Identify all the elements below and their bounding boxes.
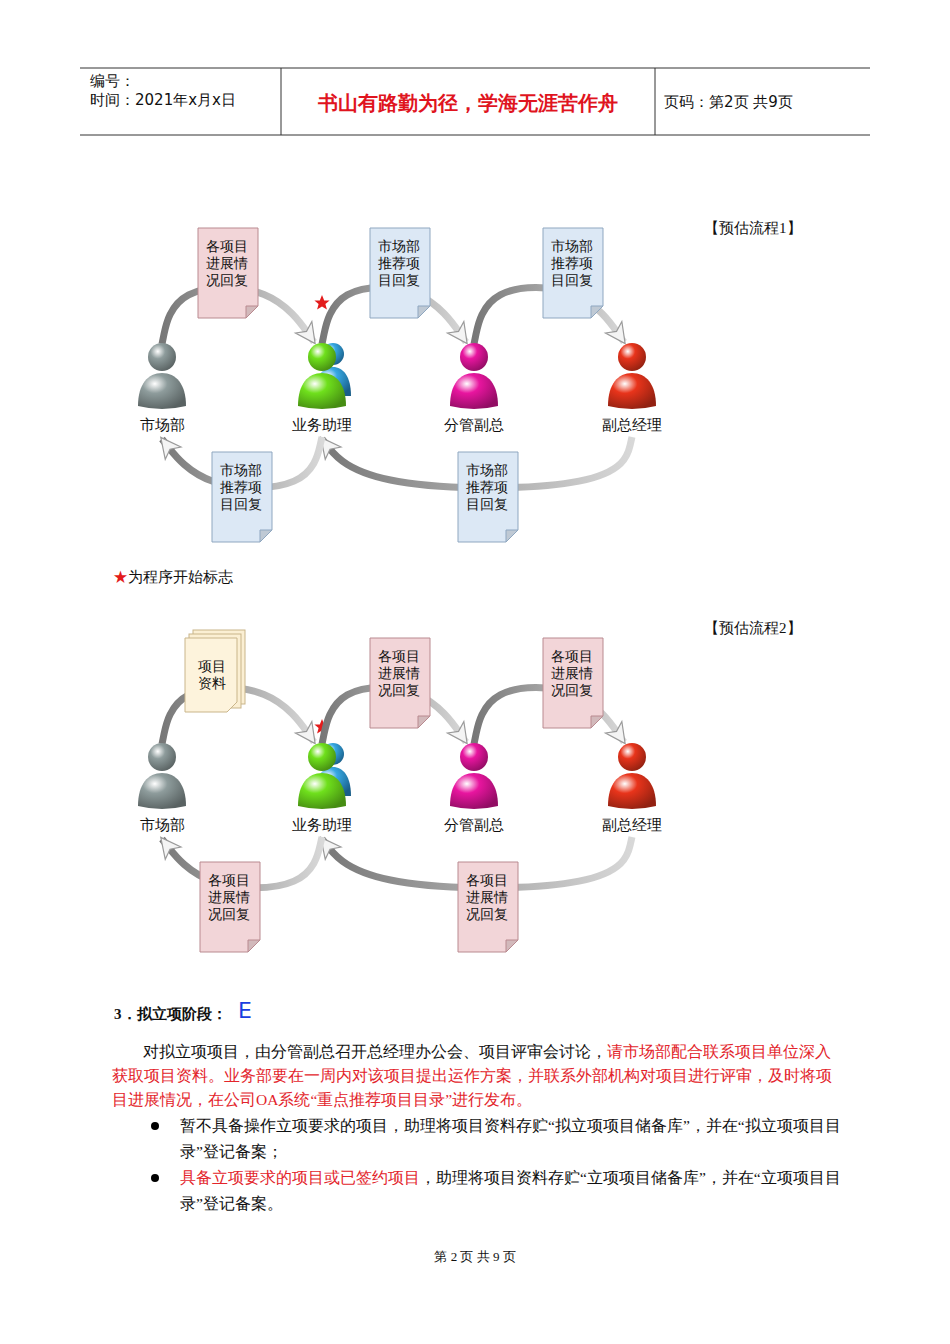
role-node: 分管副总	[429, 740, 519, 835]
role-node: 市场部	[117, 340, 207, 435]
document-node: 市场部推荐项目回复	[370, 228, 430, 318]
role-node: 副总经理	[587, 740, 677, 835]
header-text: 编号：	[90, 72, 135, 91]
document-title: 各项目进展情况回复	[206, 238, 249, 289]
person-icon	[429, 740, 519, 810]
document-title: 市场部推荐项目回复	[220, 462, 263, 513]
document-title: 各项目进展情况回复	[208, 872, 251, 923]
header-text: 时间：2021年x月x日	[90, 91, 236, 110]
document-title: 市场部推荐项目回复	[378, 238, 421, 289]
start-star	[314, 295, 329, 310]
body-text: ★为程序开始标志	[113, 568, 233, 587]
role-node: 业务助理	[277, 740, 367, 835]
body-text: 【预估流程2】	[704, 619, 802, 638]
document-title: 市场部推荐项目回复	[551, 238, 594, 289]
document-title: 市场部推荐项目回复	[466, 462, 509, 513]
person-icon	[587, 740, 677, 810]
role-name: 分管副总	[429, 416, 519, 435]
role-name: 副总经理	[587, 816, 677, 835]
person-icon	[429, 340, 519, 410]
document-title: 各项目进展情况回复	[466, 872, 509, 923]
role-node: 副总经理	[587, 340, 677, 435]
paragraph: 对拟立项项目，由分管副总召开总经理办公会、项目评审会讨论，请市场部配合联系项目单…	[112, 1040, 844, 1112]
role-node: 业务助理	[277, 340, 367, 435]
document-title: 项目资料	[198, 658, 227, 692]
document-node: 市场部推荐项目回复	[458, 452, 518, 542]
header-text: 书山有路勤为径，学海无涯苦作舟	[281, 90, 655, 117]
document-title: 各项目进展情况回复	[551, 648, 594, 699]
document-node: 各项目进展情况回复	[200, 862, 260, 952]
role-name: 市场部	[117, 816, 207, 835]
document-node: 市场部推荐项目回复	[212, 452, 272, 542]
role-name: 业务助理	[277, 416, 367, 435]
body-text: E	[238, 998, 252, 1023]
person-icon	[277, 740, 367, 810]
bullet-item: 暂不具备操作立项要求的项目，助理将项目资料存贮“拟立项项目储备库”，并在“拟立项…	[180, 1113, 842, 1165]
body-text: 具备立项要求的项目或已签约项目	[180, 1169, 420, 1186]
bullet-item: 具备立项要求的项目或已签约项目，助理将项目资料存贮“立项项目储备库”，并在“立项…	[180, 1165, 842, 1217]
role-name: 分管副总	[429, 816, 519, 835]
document-node: 各项目进展情况回复	[543, 638, 603, 728]
body-text: 3．拟立项阶段：	[114, 1005, 227, 1024]
role-node: 市场部	[117, 740, 207, 835]
document-node: 项目资料	[185, 638, 241, 716]
role-name: 市场部	[117, 416, 207, 435]
person-icon	[587, 340, 677, 410]
page-footer: 第 2 页 共 9 页	[0, 1248, 950, 1266]
body-text: 暂不具备操作立项要求的项目，助理将项目资料存贮“拟立项项目储备库”，并在“拟立项…	[180, 1117, 841, 1160]
bullet-dot	[151, 1174, 159, 1182]
document-node: 各项目进展情况回复	[198, 228, 258, 318]
bullet-dot	[151, 1122, 159, 1130]
document-node: 市场部推荐项目回复	[543, 228, 603, 318]
header-table	[80, 68, 870, 135]
body-text: 对拟立项项目，由分管副总召开总经理办公会、项目评审会讨论，	[143, 1043, 607, 1060]
person-icon	[277, 340, 367, 410]
role-name: 副总经理	[587, 416, 677, 435]
header-text: 页码：第2页 共9页	[664, 93, 793, 112]
document-node: 各项目进展情况回复	[370, 638, 430, 728]
role-node: 分管副总	[429, 340, 519, 435]
role-name: 业务助理	[277, 816, 367, 835]
document-node: 各项目进展情况回复	[458, 862, 518, 952]
person-icon	[117, 340, 207, 410]
body-text: 【预估流程1】	[704, 219, 802, 238]
person-icon	[117, 740, 207, 810]
document-title: 各项目进展情况回复	[378, 648, 421, 699]
